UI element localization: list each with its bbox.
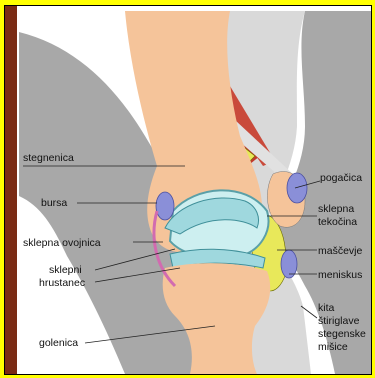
label-bursa: bursa <box>41 197 67 209</box>
bursa-front <box>287 173 307 203</box>
label-stegenske: stegenske <box>318 328 366 340</box>
label-meniskus: meniskus <box>318 269 362 281</box>
bursa-back <box>156 192 174 220</box>
label-pogacica: pogačica <box>320 172 362 184</box>
label-golenica: golenica <box>39 337 78 349</box>
label-mascevje: maščevje <box>318 245 363 257</box>
knee-joint-diagram: stegnenica bursa sklepna ovojnica sklepn… <box>5 6 371 374</box>
label-stegnenica: stegnenica <box>23 152 74 164</box>
label-stiriglave: štiriglave <box>318 315 360 327</box>
diagram-panel: stegnenica bursa sklepna ovojnica sklepn… <box>4 5 372 375</box>
label-sklepna-ovojnica: sklepna ovojnica <box>23 237 101 249</box>
label-kita: kita <box>318 302 335 314</box>
label-sklepna: sklepna <box>318 203 354 215</box>
label-tekocina: tekočina <box>318 216 357 228</box>
label-misice: mišice <box>318 341 348 353</box>
label-sklepni: sklepni <box>49 264 82 276</box>
label-hrustanec: hrustanec <box>39 277 85 289</box>
